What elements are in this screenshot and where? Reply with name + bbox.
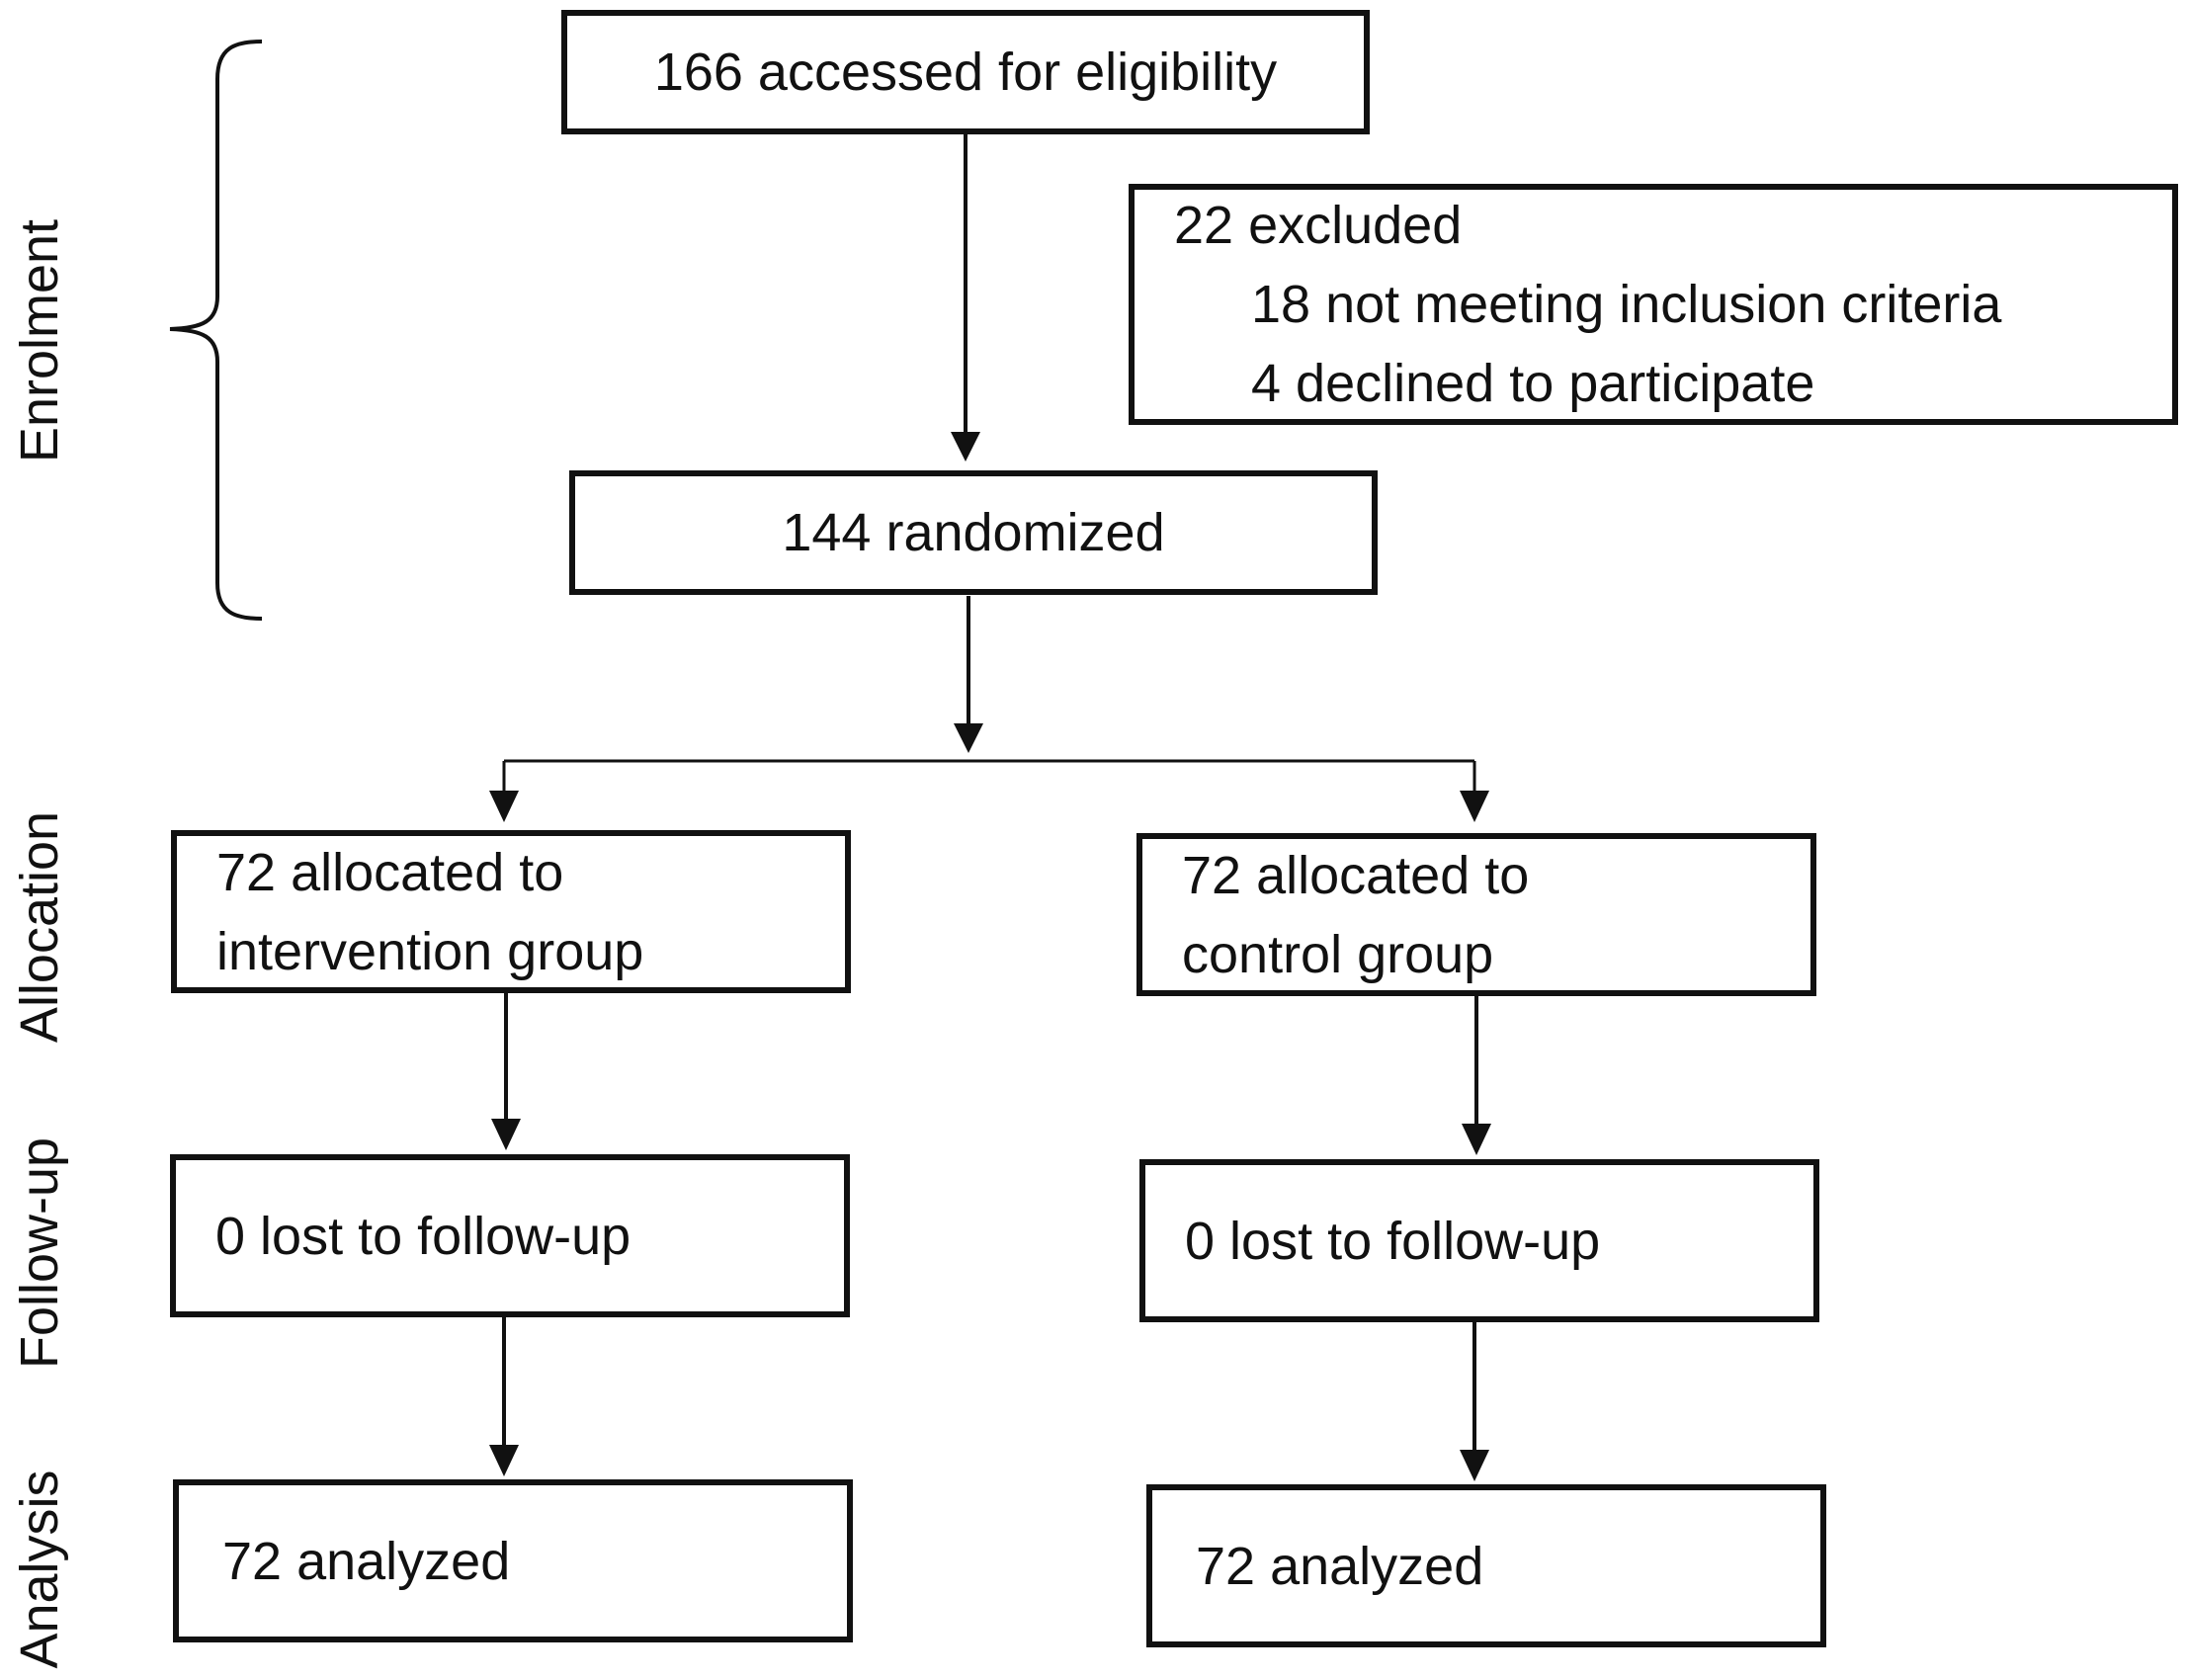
intervention-followup-text: 0 lost to follow-up bbox=[215, 1206, 631, 1266]
stage-label-analysis: Analysis bbox=[10, 1470, 69, 1669]
excluded-title: 22 excluded bbox=[1174, 196, 1463, 255]
randomized-text: 144 randomized bbox=[782, 503, 1165, 562]
excluded-reason-2: 4 declined to participate bbox=[1251, 354, 1815, 413]
stage-label-enrolment: Enrolment bbox=[10, 218, 69, 463]
excluded-reason-1: 18 not meeting inclusion criteria bbox=[1251, 275, 2002, 334]
stage-label-follow-up: Follow-up bbox=[10, 1136, 69, 1370]
intervention-followup-box: 0 lost to follow-up bbox=[170, 1154, 850, 1317]
control-followup-text: 0 lost to follow-up bbox=[1185, 1211, 1601, 1271]
control-followup-box: 0 lost to follow-up bbox=[1139, 1159, 1819, 1322]
excluded-box: 22 excluded 18 not meeting inclusion cri… bbox=[1129, 184, 2178, 425]
arrowhead-intervention-allocation bbox=[489, 791, 519, 822]
arrowhead-randomized bbox=[951, 432, 980, 462]
intervention-analysis-box: 72 analyzed bbox=[173, 1479, 853, 1642]
control-allocation-line-2: control group bbox=[1182, 924, 1494, 984]
arrowhead-split bbox=[954, 723, 983, 753]
intervention-analysis-text: 72 analyzed bbox=[222, 1531, 511, 1591]
control-analysis-text: 72 analyzed bbox=[1196, 1536, 1484, 1596]
control-analysis-box: 72 analyzed bbox=[1146, 1484, 1826, 1647]
arrowhead-control-followup bbox=[1462, 1124, 1491, 1155]
intervention-allocation-box: 72 allocated to intervention group bbox=[171, 830, 851, 993]
control-allocation-line-1: 72 allocated to bbox=[1182, 845, 1530, 905]
enrolment-brace bbox=[169, 40, 263, 621]
assessed-box: 166 accessed for eligibility bbox=[561, 10, 1370, 134]
arrowhead-intervention-analysis bbox=[489, 1445, 519, 1476]
arrowhead-control-allocation bbox=[1460, 791, 1489, 822]
randomized-box: 144 randomized bbox=[569, 470, 1378, 595]
stage-label-allocation: Allocation bbox=[10, 810, 69, 1044]
intervention-allocation-line-2: intervention group bbox=[216, 921, 644, 981]
intervention-allocation-line-1: 72 allocated to bbox=[216, 842, 564, 902]
assessed-text: 166 accessed for eligibility bbox=[653, 42, 1278, 102]
control-allocation-box: 72 allocated to control group bbox=[1136, 833, 1816, 996]
arrowhead-control-analysis bbox=[1460, 1450, 1489, 1481]
arrowhead-intervention-followup bbox=[491, 1119, 521, 1150]
